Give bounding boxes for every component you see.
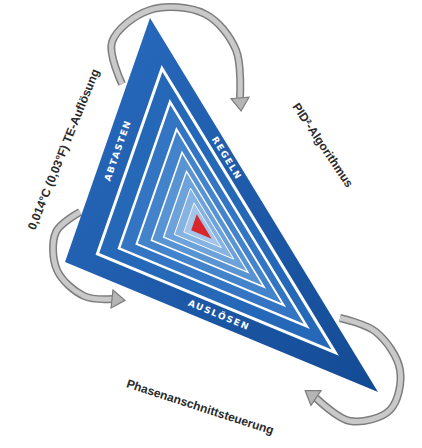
arrow-head xyxy=(231,97,249,111)
triangle-layer xyxy=(191,214,211,238)
nested-triangles xyxy=(65,18,378,392)
cycle-label: Phasenanschnittsteuerung xyxy=(125,378,276,438)
triangle-layer xyxy=(151,152,264,287)
triangle-layer xyxy=(184,203,222,248)
triangle-layer xyxy=(137,129,284,305)
cycle-label: PID²-Algorithmus xyxy=(289,101,355,190)
triangle-layer xyxy=(174,188,233,259)
arrow-head xyxy=(111,290,125,308)
triangle-layer xyxy=(164,171,249,272)
triangle-layer xyxy=(65,18,378,392)
triangle-stage: ABTASTENREGELNAUSLÖSEN xyxy=(65,18,378,392)
triangle-layer xyxy=(119,102,307,326)
arrow-head xyxy=(305,391,321,406)
